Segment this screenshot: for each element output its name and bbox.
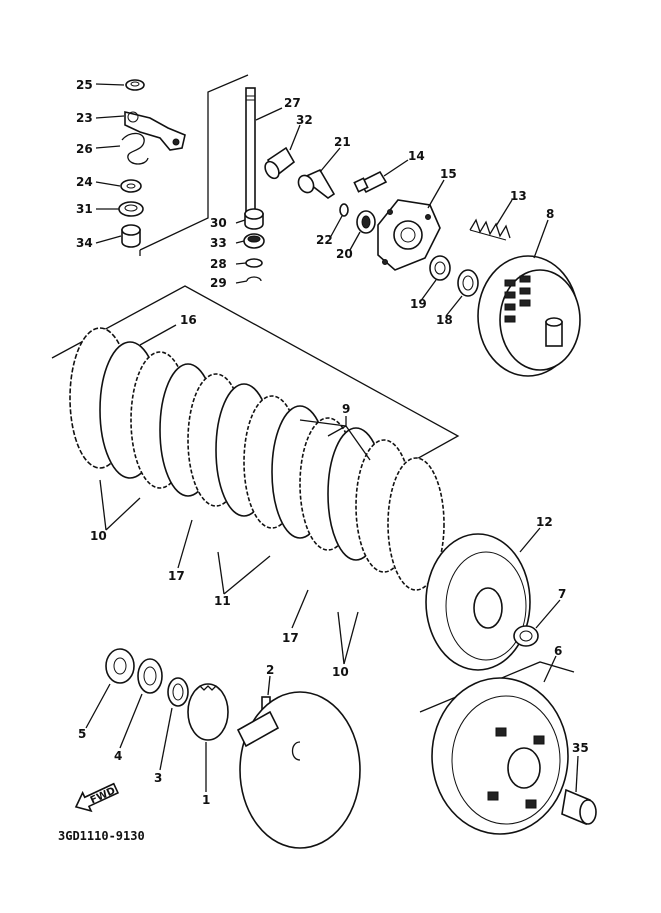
- label-35: 35: [572, 741, 589, 755]
- part-4-lock-washer: [137, 658, 163, 694]
- part-7-circlip: [513, 625, 539, 647]
- part-labels: 25 23 26 24 31 34 27 32 21 14 15 13 8 30…: [76, 78, 589, 807]
- part-8-clutch-boss: [477, 255, 581, 377]
- label-14: 14: [408, 149, 425, 163]
- label-25: 25: [76, 78, 93, 92]
- label-29: 29: [210, 276, 227, 290]
- label-12: 12: [536, 515, 553, 529]
- part-1-primary-drive-gear: [187, 683, 229, 741]
- part-14-bolt: [353, 170, 388, 194]
- label-2: 2: [266, 663, 274, 677]
- label-31: 31: [76, 202, 93, 216]
- label-1: 1: [202, 793, 210, 807]
- part-5-nut: [105, 648, 135, 684]
- pushlever-group-outline: [139, 74, 249, 256]
- part-31-seal: [118, 201, 144, 217]
- part-13-clutch-spring: [469, 218, 511, 241]
- label-17-lower: 17: [282, 631, 299, 645]
- label-10-upper: 10: [90, 529, 107, 543]
- label-5: 5: [78, 727, 86, 741]
- label-4: 4: [114, 749, 122, 763]
- label-6: 6: [554, 644, 562, 658]
- label-30: 30: [210, 216, 227, 230]
- part-30-bushing: [244, 208, 264, 230]
- part-19-nut: [429, 255, 451, 281]
- label-33: 33: [210, 236, 227, 250]
- part-26-spring: [121, 132, 149, 165]
- label-22: 22: [316, 233, 333, 247]
- part-35-thrust-bushing: [561, 788, 597, 826]
- label-34: 34: [76, 236, 93, 250]
- label-7: 7: [558, 587, 566, 601]
- leader-lines: [85, 83, 579, 793]
- label-26: 26: [76, 142, 93, 156]
- part-12-pressure-plate: [425, 533, 531, 671]
- label-8: 8: [546, 207, 554, 221]
- label-19: 19: [410, 297, 427, 311]
- part-34-bushing: [121, 224, 141, 248]
- part-22-o-ring: [339, 203, 349, 217]
- label-13: 13: [510, 189, 527, 203]
- part-29-circlip: [246, 276, 262, 282]
- label-16: 16: [180, 313, 197, 327]
- part-32-push-piece: [264, 146, 296, 180]
- part-6-clutch-housing: [431, 677, 569, 835]
- label-11: 11: [214, 594, 231, 608]
- clutch-plates: [69, 327, 445, 591]
- part-25-nut: [125, 79, 145, 91]
- part-24-washer: [120, 179, 142, 193]
- part-33-pinion-gear: [243, 233, 265, 249]
- part-21-push-rod-shaft: [297, 168, 336, 199]
- label-3: 3: [154, 771, 162, 785]
- label-28: 28: [210, 257, 227, 271]
- label-27: 27: [284, 96, 301, 110]
- label-24: 24: [76, 175, 93, 189]
- part-27-push-rod: [245, 87, 256, 217]
- label-15: 15: [440, 167, 457, 181]
- crankshaft-disc: [236, 691, 361, 849]
- label-23: 23: [76, 111, 93, 125]
- part-18-lock-washer: [457, 269, 479, 297]
- label-10-lower: 10: [332, 665, 349, 679]
- label-18: 18: [436, 313, 453, 327]
- part-3-circlip: [167, 677, 189, 707]
- part-20-bearing: [356, 210, 376, 234]
- part-15-pressure-plate: [377, 199, 441, 271]
- part-23-push-lever: [124, 110, 186, 151]
- label-21: 21: [334, 135, 351, 149]
- diagram-code: 3GD1110-9130: [58, 829, 145, 843]
- label-20: 20: [336, 247, 353, 261]
- part-28-washer: [245, 258, 263, 268]
- label-9: 9: [342, 402, 350, 416]
- label-17-upper: 17: [168, 569, 185, 583]
- label-32: 32: [296, 113, 313, 127]
- forward-arrow: FWD: [74, 782, 120, 813]
